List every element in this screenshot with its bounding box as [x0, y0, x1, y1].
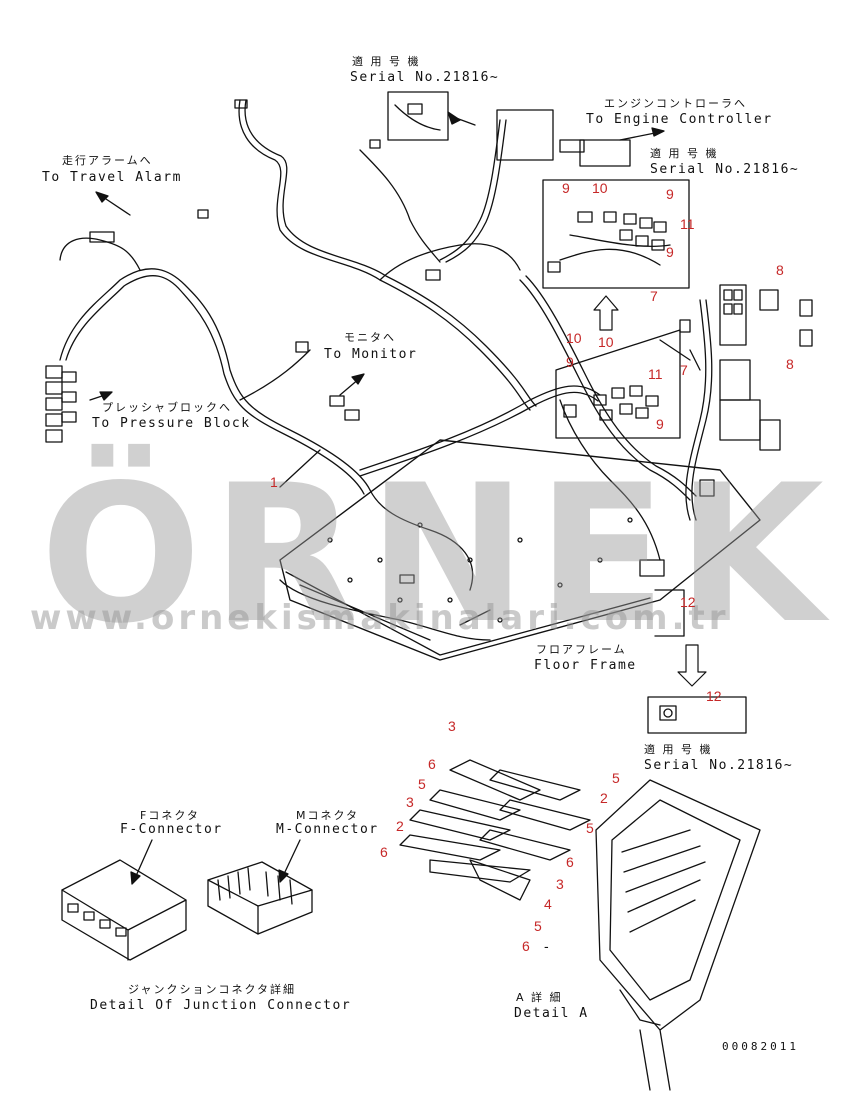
pressure-block-jp: プレッシャブロックへ: [102, 401, 232, 414]
watermark-url: www.ornekismakinalari.com.tr: [30, 598, 730, 638]
serial-bottom-en: Serial No.21816~: [644, 758, 794, 773]
callout-number: 8: [776, 262, 784, 278]
callout-number: 1: [270, 474, 278, 490]
callout-number: 5: [612, 770, 620, 786]
pointer-arrows: [89, 127, 701, 488]
callout-number: 9: [656, 416, 664, 432]
serial-right-en: Serial No.21816~: [650, 162, 800, 177]
callout-number: 5: [586, 820, 594, 836]
junction-detail-jp: ジャンクションコネクタ詳細: [128, 983, 297, 996]
m-connector-en: M-Connector: [276, 822, 379, 837]
callout-number: -: [544, 938, 549, 954]
junction-detail-en: Detail Of Junction Connector: [90, 998, 352, 1013]
callout-number: 9: [666, 244, 674, 260]
callout-number: 11: [648, 366, 663, 382]
callout-number: 6: [566, 854, 574, 870]
f-and-m-connectors: [61, 839, 313, 961]
callout-number: 7: [650, 288, 658, 304]
callout-number: 10: [598, 334, 614, 350]
serial-bottom-jp: 適 用 号 機: [644, 743, 713, 756]
junction-connector-body: [595, 779, 761, 1091]
engine-controller-en: To Engine Controller: [586, 112, 773, 127]
f-connector-jp: Fコネクタ: [140, 809, 200, 822]
callout-number: 7: [680, 362, 688, 378]
callout-number: 2: [600, 790, 608, 806]
callout-number: 2: [396, 818, 404, 834]
callout-number: 11: [680, 216, 695, 232]
serial-top-jp: 適 用 号 機: [352, 55, 421, 68]
engine-controller-jp: エンジンコントローラへ: [604, 97, 747, 110]
callout-number: 8: [786, 356, 794, 372]
callout-number: 6: [380, 844, 388, 860]
callout-number: 9: [562, 180, 570, 196]
m-connector-jp: Mコネクタ: [296, 809, 360, 822]
callout-number: 5: [534, 918, 542, 934]
callout-number: 12: [680, 594, 696, 610]
floor-frame-jp: フロアフレーム: [536, 643, 627, 656]
callout-number: 9: [666, 186, 674, 202]
travel-alarm-en: To Travel Alarm: [42, 170, 182, 185]
callout-number: 12: [706, 688, 722, 704]
floor-frame-en: Floor Frame: [534, 658, 637, 673]
monitor-en: To Monitor: [324, 347, 418, 362]
monitor-jp: モニタへ: [344, 331, 396, 344]
detail-a-en: Detail A: [514, 1006, 589, 1021]
callout-number: 9: [566, 354, 574, 370]
callout-number: 6: [428, 756, 436, 772]
floor-frame-plate: [279, 439, 761, 661]
callout-number: 3: [556, 876, 564, 892]
detail-a-pins: [399, 759, 591, 901]
callout-number: 10: [592, 180, 608, 196]
connector-clusters: [45, 99, 813, 577]
callout-number: 5: [418, 776, 426, 792]
watermark-logo: ÖRNEK: [40, 444, 834, 665]
detail-a-jp: A 詳 細: [516, 991, 563, 1004]
callout-number: 6: [522, 938, 530, 954]
callout-number: 4: [544, 896, 552, 912]
document-number: 00082011: [722, 1040, 799, 1053]
inset-boxes: [387, 91, 747, 734]
travel-alarm-jp: 走行アラームへ: [62, 154, 153, 167]
f-connector-en: F-Connector: [120, 822, 223, 837]
callout-number: 3: [406, 794, 414, 810]
callout-number: 3: [448, 718, 456, 734]
serial-right-jp: 適 用 号 機: [650, 147, 719, 160]
pressure-block-en: To Pressure Block: [92, 416, 251, 431]
main-harness: [59, 99, 713, 641]
serial-top-en: Serial No.21816~: [350, 70, 500, 85]
callout-number: 10: [566, 330, 582, 346]
